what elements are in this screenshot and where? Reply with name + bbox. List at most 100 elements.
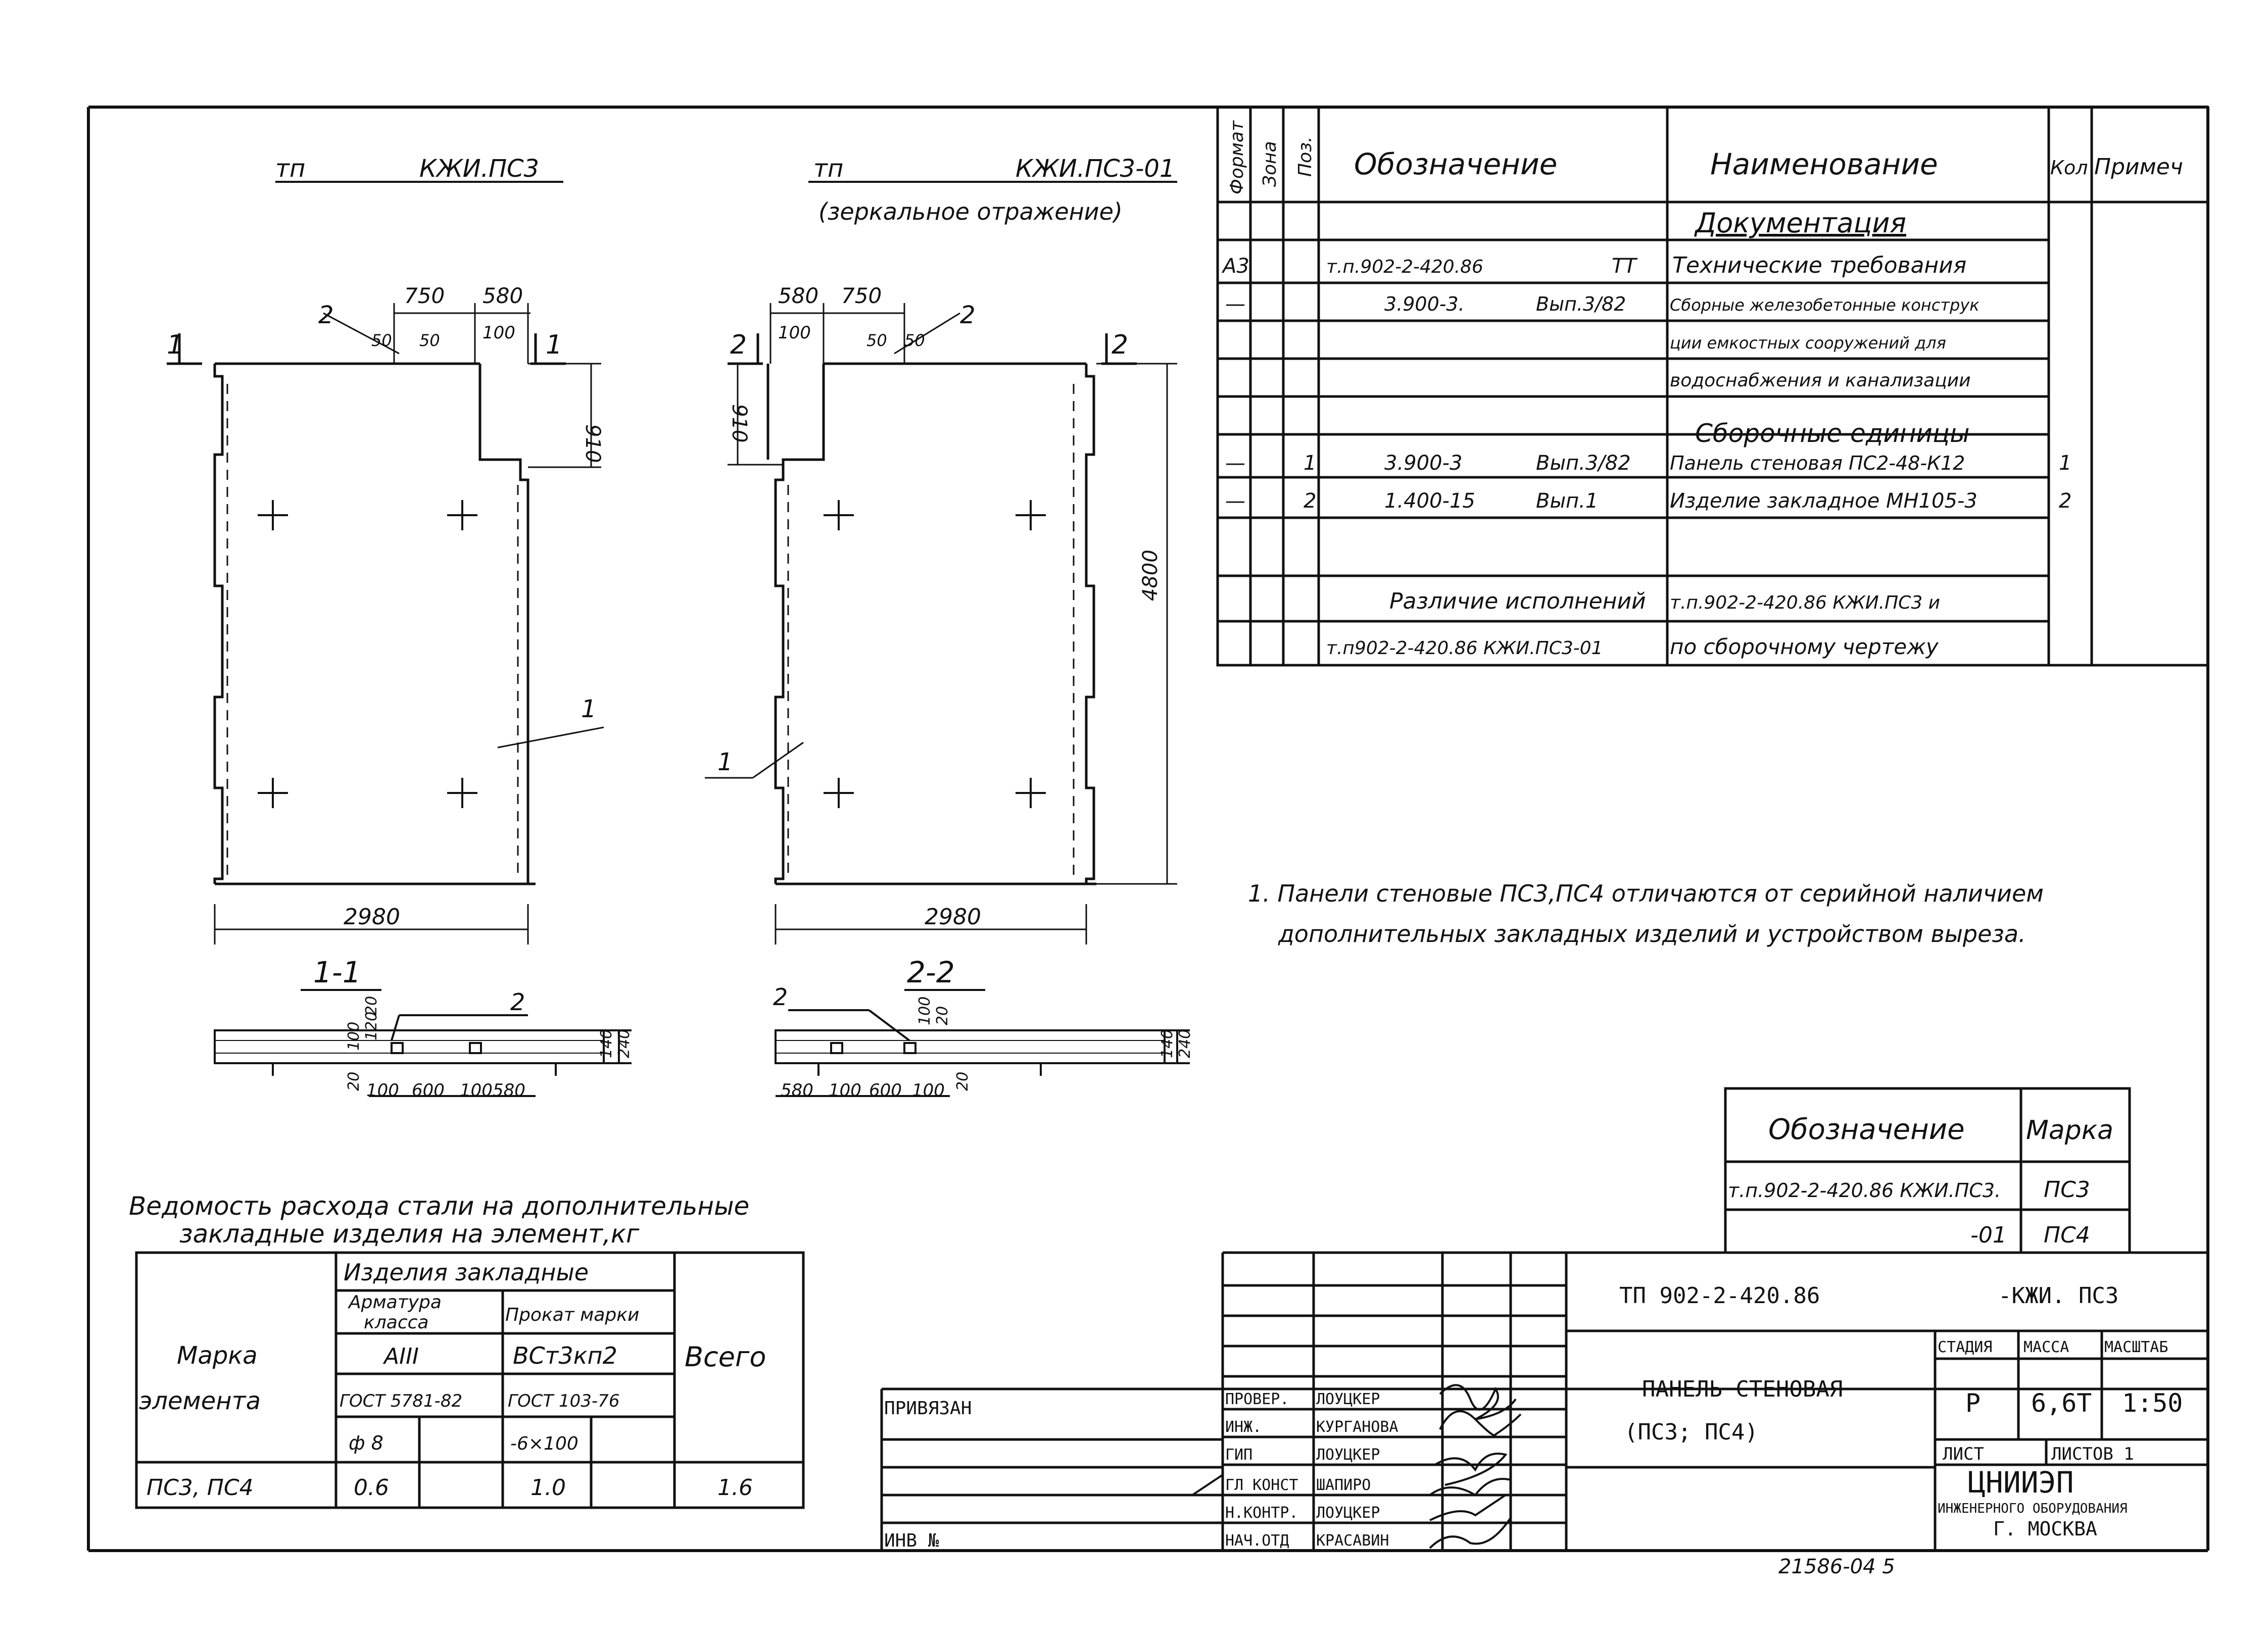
row6-qty: 2: [2059, 489, 2071, 513]
tb-person-4: ШАПИРО: [1316, 1476, 1371, 1494]
tb-sheets: ЛИСТОВ 1: [2051, 1444, 2134, 1464]
row5-fmt: —: [1225, 452, 1245, 475]
s1-v-b: 100: [345, 1022, 363, 1051]
row5-name: Панель стеновая ПС2-48-К12: [1670, 452, 1965, 474]
tb-org-2: ИНЖЕНЕРНОГО ОБОРУДОВАНИЯ: [1938, 1501, 2128, 1516]
diff-c: т.п902-2-420.86 КЖИ.ПС3-01: [1326, 638, 1603, 659]
row6-name: Изделие закладное МН105-3: [1670, 489, 1977, 513]
section-1-title: 1-1: [313, 955, 361, 989]
spec-table-grid: [1216, 106, 2209, 667]
right-title-mark: КЖИ.ПС3-01: [1016, 155, 1175, 183]
steel-h-arm2: класса: [364, 1312, 428, 1333]
row2-code: 3.900-3.: [1384, 293, 1465, 315]
steel-arm-class: АIII: [382, 1344, 419, 1369]
diff-a: Различие исполнений: [1389, 588, 1646, 614]
tb-role-2: ИНЖ.: [1225, 1418, 1262, 1436]
tb-scale: 1:50: [2122, 1388, 2183, 1418]
spec-h-name: Наименование: [1710, 147, 1938, 181]
steel-h-group: Изделия закладные: [344, 1259, 589, 1286]
note-line2: дополнительных закладных изделий и устро…: [1278, 920, 2026, 948]
s1-dim-d: 580: [493, 1080, 525, 1101]
row6-code: 1.400-15: [1384, 489, 1475, 513]
steel-h-mark1: Марка: [177, 1341, 258, 1370]
spec-section-asm: Сборочные единицы: [1695, 419, 1970, 448]
s2-v-c: 20: [954, 1072, 972, 1091]
left-dim-580: 580: [482, 283, 523, 308]
row5-code2: Вып.3/82: [1536, 452, 1631, 475]
steel-h-prokat: Прокат марки: [505, 1305, 639, 1325]
row1-code2: ТТ: [1612, 255, 1638, 278]
row2-name: Сборные железобетонные конструк: [1670, 295, 1980, 315]
steel-gost-1: ГОСТ 5781-82: [340, 1391, 462, 1411]
right-dim-750: 750: [841, 283, 882, 308]
s1-h140: 140: [598, 1029, 615, 1058]
tb-mass: 6,6Т: [2031, 1388, 2092, 1418]
mark-h-code: Обозначение: [1768, 1113, 1965, 1146]
left-title-mark: КЖИ.ПС3: [419, 155, 539, 183]
right-dim-910: 910: [728, 404, 751, 442]
note-line1: 1. Панели стеновые ПС3,ПС4 отличаются от…: [1248, 880, 2044, 907]
tb-person-6: КРАСАВИН: [1316, 1532, 1389, 1550]
tb-project: ТП 902-2-420.86: [1619, 1283, 1820, 1309]
mark-r2-mark: ПС4: [2044, 1222, 2090, 1248]
row4-name: водоснабжения и канализации: [1670, 370, 1971, 391]
steel-v3: 1.6: [717, 1475, 753, 1501]
right-dim-50b: 50: [904, 331, 925, 350]
left-pos-2: 2: [318, 301, 334, 329]
s2-dim-b: 100: [829, 1080, 861, 1101]
tb-role-4: ГЛ КОНСТ: [1225, 1476, 1298, 1494]
tb-role-6: НАЧ.ОТД: [1225, 1532, 1289, 1550]
spec-h-zone: Зона: [1260, 141, 1280, 187]
tb-privyazan: ПРИВЯЗАН: [884, 1398, 972, 1419]
steel-h-total: Всего: [685, 1341, 766, 1373]
sections-drawing: [214, 989, 1190, 1097]
panel-left-drawing: [167, 181, 1177, 945]
right-title-code: тп: [813, 155, 843, 183]
right-cut-label: 2: [730, 330, 747, 360]
s2-dim-d: 100: [912, 1080, 945, 1101]
s1-dim-a: 100: [366, 1080, 399, 1101]
left-dim-50a: 50: [371, 331, 392, 350]
tb-role-5: Н.КОНТР.: [1225, 1504, 1298, 1522]
steel-gost-2: ГОСТ 103-76: [508, 1391, 619, 1411]
spec-h-pos: Поз.: [1295, 136, 1316, 177]
spec-h-note: Примеч: [2094, 154, 2183, 180]
right-dim-2980: 2980: [925, 904, 981, 930]
tb-person-5: ЛОУЦКЕР: [1316, 1504, 1380, 1522]
spec-h-code: Обозначение: [1354, 147, 1557, 181]
row5-qty: 1: [2059, 452, 2071, 475]
row6-pos: 2: [1304, 489, 1316, 513]
section-2-title: 2-2: [907, 955, 955, 989]
left-dim-910: 910: [581, 424, 604, 463]
tb-person-3: ЛОУЦКЕР: [1316, 1446, 1380, 1464]
spec-section-docs: Документация: [1694, 207, 1906, 239]
s2-v-b: 20: [934, 1006, 951, 1025]
s1-v-a: 20: [345, 1072, 363, 1091]
mark-r2-code: -01: [1970, 1222, 2007, 1248]
tb-role-3: ГИП: [1225, 1446, 1252, 1464]
s1-dim-c: 100: [460, 1080, 493, 1101]
mark-r1-code: т.п.902-2-420.86 КЖИ.ПС3.: [1728, 1179, 2001, 1202]
right-cut-label-2: 2: [1112, 330, 1128, 360]
s2-h240: 240: [1176, 1029, 1194, 1058]
s2-dim-a: 580: [781, 1080, 813, 1101]
spec-h-format: Формат: [1227, 120, 1247, 194]
s2-v-a: 100: [916, 997, 934, 1025]
steel-title-2: закладные изделия на элемент,кг: [179, 1219, 640, 1249]
s1-v-c: 120: [363, 1012, 380, 1040]
left-pos-1: 1: [581, 695, 597, 723]
tb-stage: Р: [1965, 1388, 1981, 1418]
panel-right-drawing: [705, 303, 1177, 945]
steel-d1: ф 8: [349, 1432, 383, 1454]
tb-person-1: ЛОУЦКЕР: [1316, 1390, 1380, 1408]
left-cut-label-2: 1: [546, 330, 562, 360]
signatures: [1191, 1384, 1522, 1549]
row3-name: ции емкостных сооружений для: [1670, 333, 1946, 353]
left-title-code: тп: [275, 155, 305, 183]
row1-name: Технические требования: [1672, 253, 1966, 278]
right-dim-4800: 4800: [1139, 550, 1162, 601]
right-pos-2: 2: [960, 301, 976, 329]
row1-code: т.п.902-2-420.86: [1326, 257, 1483, 277]
steel-h-mark2: элемента: [139, 1387, 261, 1415]
